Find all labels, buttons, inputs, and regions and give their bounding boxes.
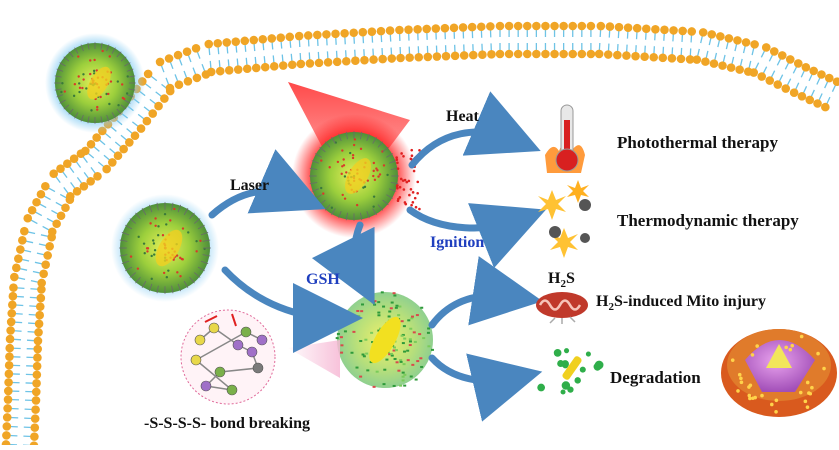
label-gsh: GSH: [306, 271, 340, 288]
arrow-degradation: [432, 358, 515, 381]
label-photothermal: Photothermal therapy: [617, 133, 779, 152]
nanoparticle-irradiated: [292, 114, 421, 238]
thermometer-icon: [545, 105, 585, 173]
nanoparticle-membrane: [45, 33, 145, 133]
cell-illustration: [721, 329, 837, 417]
label-thermodynamic: Thermodynamic therapy: [617, 211, 799, 230]
label-h2s: H2S: [548, 270, 575, 290]
arrow-laser: [212, 191, 300, 215]
degradation-fragments-icon: [537, 348, 603, 394]
label-mito-injury: H2S-induced Mito injury: [596, 293, 766, 313]
bond-breaking-inset: [181, 310, 340, 404]
arrow-ignition: [410, 210, 520, 228]
label-degradation: Degradation: [610, 368, 701, 387]
label-ignition: Ignition: [430, 234, 484, 251]
nanoparticle-initial: [111, 194, 219, 302]
label-bond-breaking: -S-S-S-S- bond breaking: [144, 415, 310, 432]
label-laser: Laser: [230, 177, 269, 194]
mitochondrion-icon: [536, 292, 588, 324]
label-heat: Heat: [446, 108, 480, 125]
nanoparticle-degrading: [336, 291, 434, 388]
arrow-mito: [432, 295, 515, 325]
explosion-icon: [538, 180, 591, 258]
arrow-heat: [412, 132, 515, 165]
